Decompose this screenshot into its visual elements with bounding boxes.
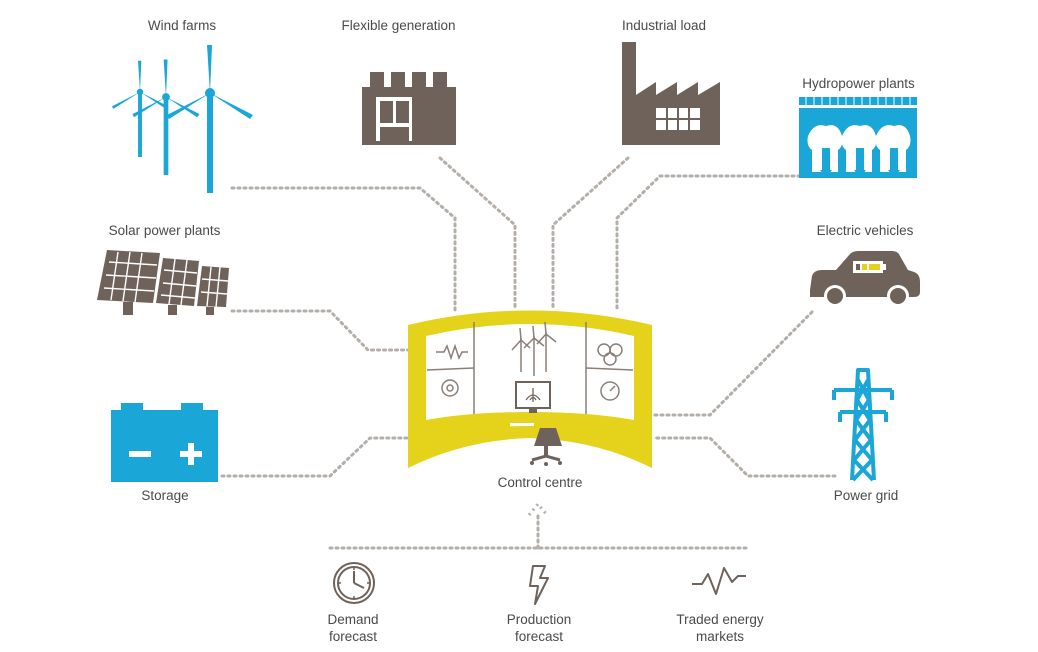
transmission-tower-icon [832,368,894,482]
power-plant-icon [362,72,456,145]
electric-car-icon [810,251,920,307]
label-industrial-load: Industrial load [621,18,707,33]
hydro-dam-icon [799,97,917,178]
factory-icon [622,42,720,145]
label-power-grid: Power grid [833,488,899,503]
line-storage [220,436,410,478]
label-flexible-generation: Flexible generation [341,18,456,33]
arrow-up-icon [527,501,549,516]
line-industrial [551,156,630,312]
label-hydropower-plants: Hydropower plants [802,76,915,91]
connection-lines [220,156,837,550]
line-flexible [438,156,517,312]
wind-turbine-icon [112,45,253,193]
solar-panel-icon [97,250,229,315]
battery-icon [111,403,218,482]
line-solar [230,309,410,352]
line-grid [653,436,837,478]
label-production-forecast: Production forecast [506,612,572,644]
control-room-icon [408,310,652,468]
label-solar-power-plants: Solar power plants [108,223,221,238]
label-traded-energy-markets: Traded energy markets [676,612,764,644]
lightning-icon [529,565,549,605]
label-storage: Storage [141,488,189,503]
label-wind-farms: Wind farms [147,18,217,33]
label-demand-forecast: Demand forecast [327,612,379,644]
clock-icon [333,562,375,604]
label-electric-vehicles: Electric vehicles [816,223,914,238]
line-wind [230,186,457,312]
line-ev [653,310,814,417]
label-control-centre: Control centre [497,475,583,490]
price-chart-icon [692,567,746,595]
line-hydro [615,174,802,312]
